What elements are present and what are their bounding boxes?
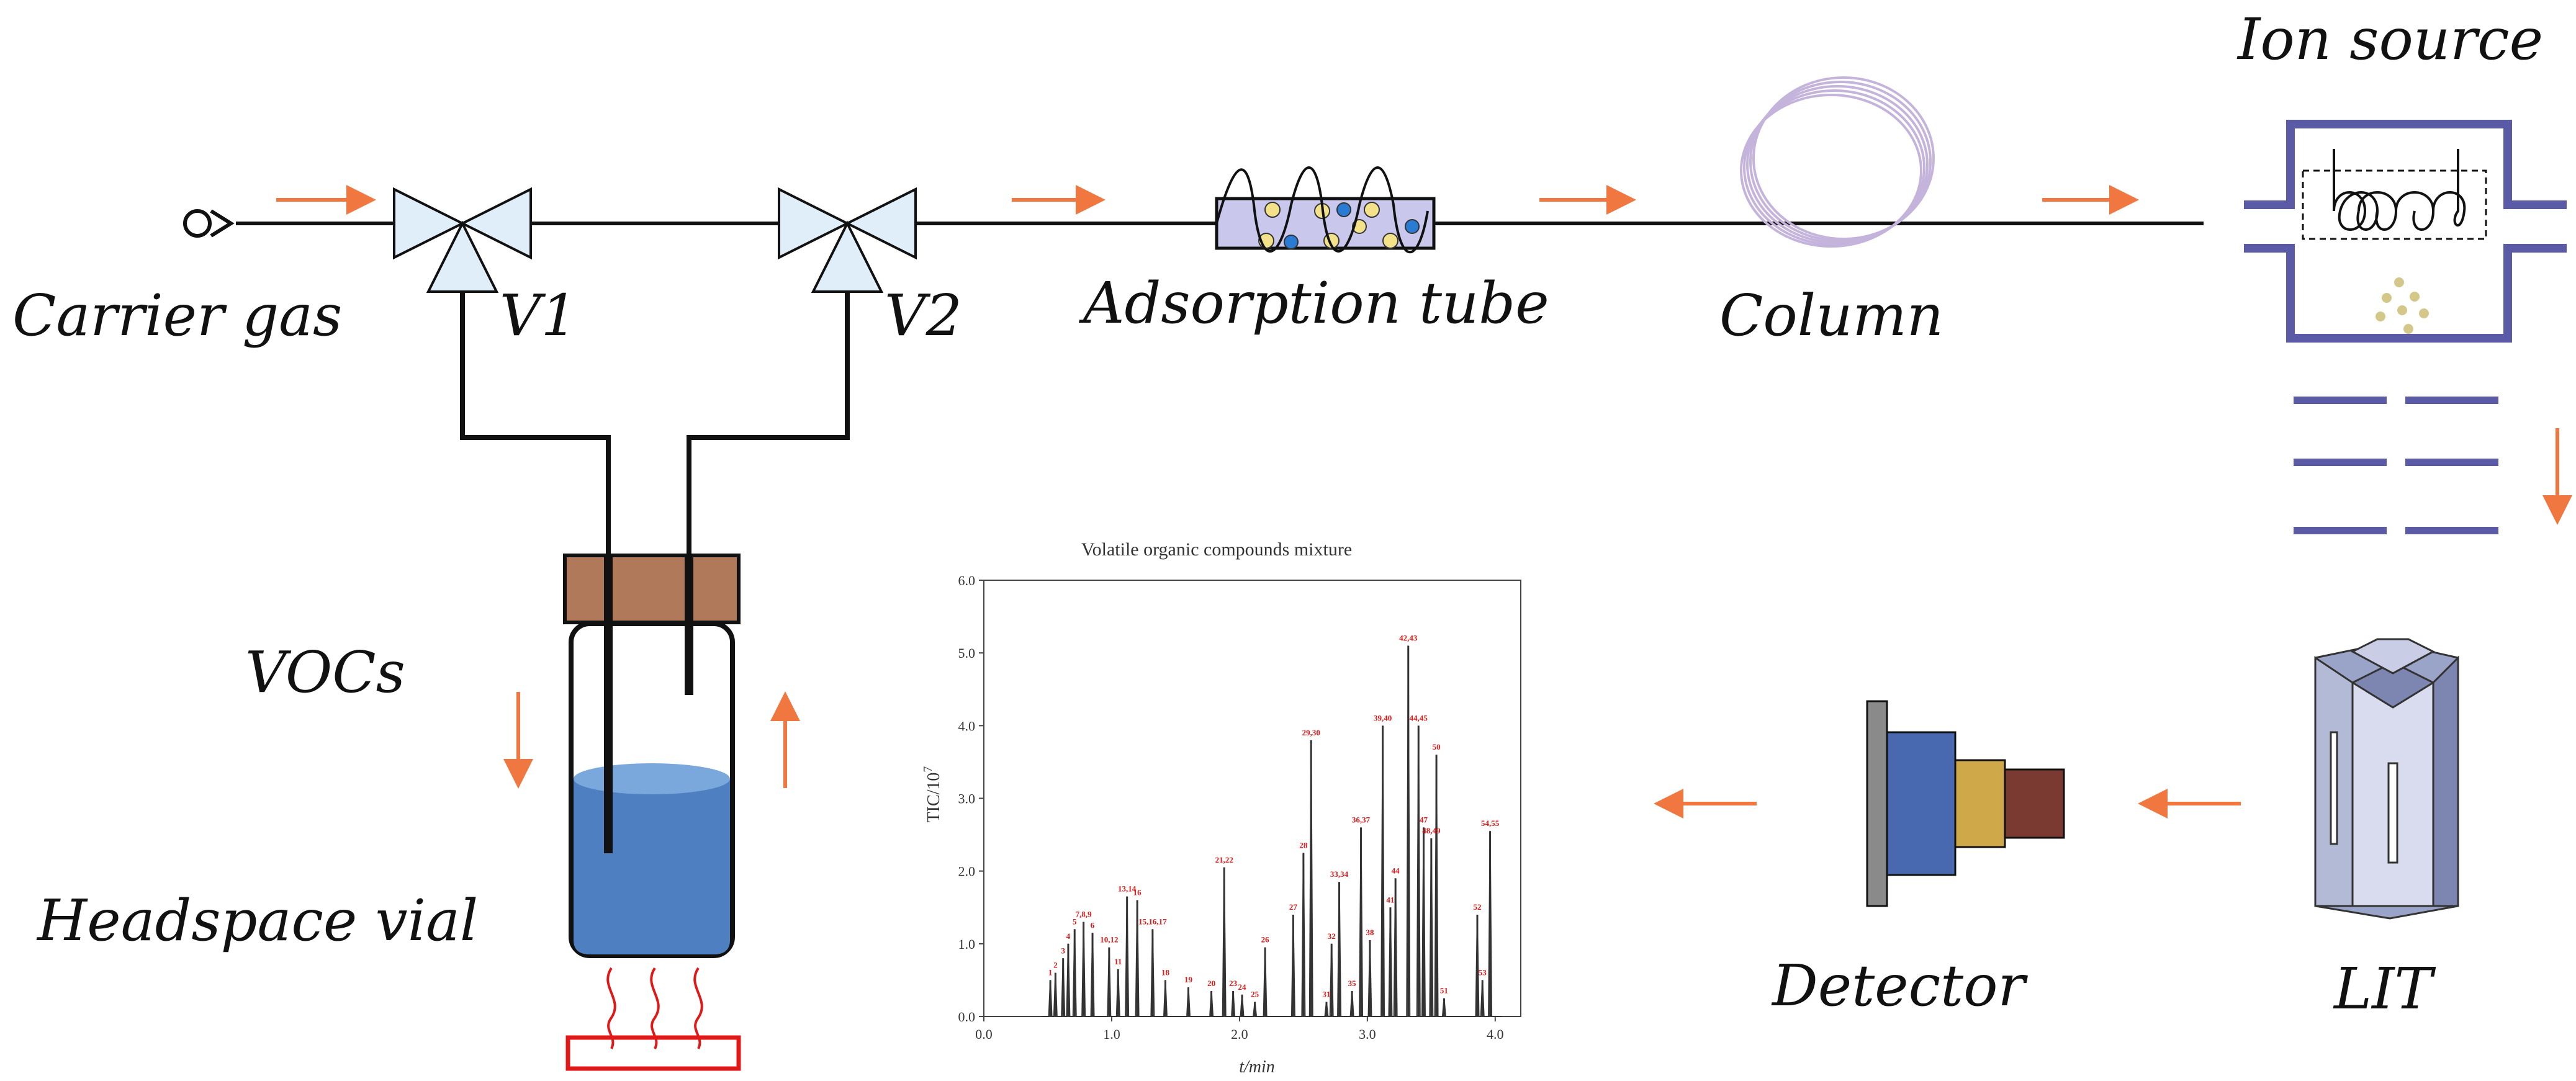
chart-x-axis-label: t/min — [1239, 1057, 1275, 1077]
carrier-gas-label: Carrier gas — [12, 282, 342, 349]
chart-peak-label: 2 — [1053, 961, 1058, 970]
chart-peak-label: 42,43 — [1399, 633, 1418, 642]
chart-peak-label: 23 — [1229, 979, 1238, 988]
gas-inlet-icon — [183, 209, 235, 238]
vocs-label: VOCs — [245, 639, 405, 706]
detector-label: Detector — [1771, 953, 2029, 1019]
chart-y-axis-label: TIC/107 — [921, 766, 943, 823]
chart-peak-label: 21,22 — [1215, 855, 1233, 864]
chart-peak-label: 24 — [1238, 982, 1247, 992]
three-way-valve-icon — [778, 187, 850, 260]
chart-peak-label: 25 — [1251, 990, 1259, 999]
chart-peak-label: 5 — [1073, 917, 1077, 926]
chart-y-tick-label: 3.0 — [958, 791, 976, 807]
chart-peak-label: 33,34 — [1330, 869, 1349, 879]
chart-peak-label: 52 — [1473, 902, 1481, 912]
chart-peak-label: 32 — [1328, 931, 1336, 941]
adsorption-tube-label: Adsorption tube — [1078, 270, 1549, 336]
chart-peak-label: 18 — [1161, 967, 1170, 977]
chart-peak-label: 38 — [1366, 928, 1374, 937]
chart-peak-label: 13,14 — [1118, 884, 1137, 894]
chart-x-tick-label: 0.0 — [975, 1026, 993, 1042]
chart-peak-label: 28 — [1299, 840, 1308, 850]
headspace-vial-icon — [563, 554, 741, 958]
flow-arrows — [276, 185, 2572, 819]
chart-peak-label: 20 — [1207, 979, 1215, 988]
chart-peak-label: 10,12 — [1100, 935, 1118, 944]
chart-title: Volatile organic compounds mixture — [1081, 539, 1352, 560]
chart-x-tick-label: 4.0 — [1487, 1026, 1504, 1042]
chart-y-tick-label: 1.0 — [958, 936, 976, 952]
chart-x-tick-label: 2.0 — [1231, 1026, 1248, 1042]
column-coil-icon — [1740, 76, 1935, 248]
chart-peak-label: 6 — [1091, 920, 1095, 930]
adsorption-tube-icon — [1215, 166, 1436, 254]
chart-peak-label: 54,55 — [1481, 819, 1500, 828]
chart-peak-label: 16 — [1133, 888, 1142, 897]
ion-source-icon — [2244, 120, 2567, 343]
chart-peak-label: 39,40 — [1374, 713, 1392, 722]
chart-peak-label: 7,8,9 — [1076, 910, 1092, 919]
chart-peak-label: 44,45 — [1410, 713, 1428, 722]
chart-peak-label: 50 — [1433, 742, 1441, 751]
chart-x-tick-label: 3.0 — [1359, 1026, 1376, 1042]
chart-y-tick-label: 6.0 — [958, 573, 976, 588]
chart-peak-label: 48,49 — [1422, 826, 1441, 835]
chart-peak-label: 3 — [1061, 946, 1065, 955]
chart-peak-label: 44 — [1392, 866, 1400, 875]
chart-peak-label: 35 — [1348, 979, 1357, 988]
chart-peak-label: 19 — [1184, 975, 1193, 984]
detector-icon — [1866, 700, 2065, 907]
chart-y-tick-label: 0.0 — [958, 1009, 976, 1025]
chart-y-tick-label: 4.0 — [958, 718, 976, 733]
chart-peak-label: 51 — [1440, 986, 1448, 995]
chart-peaks — [1041, 645, 1502, 1017]
column-label: Column — [1719, 282, 1943, 349]
linear-ion-trap-icon — [2314, 638, 2459, 920]
chart-y-tick-label: 2.0 — [958, 864, 976, 879]
chromatogram-chart: Volatile organic compounds mixture 0.0 1.… — [921, 539, 1521, 1077]
chart-x-tick-label: 1.0 — [1103, 1026, 1120, 1042]
lit-label: LIT — [2333, 956, 2436, 1022]
chart-peak-label: 47 — [1420, 815, 1428, 824]
chart-peak-label: 26 — [1261, 935, 1270, 944]
chart-peak-label: 27 — [1289, 902, 1298, 912]
valve-v2 — [778, 187, 917, 293]
chart-peak-label: 15,16,17 — [1138, 917, 1167, 926]
chart-peak-label: 36,37 — [1352, 815, 1371, 824]
chart-y-tick-label: 5.0 — [958, 645, 976, 661]
v2-label: V2 — [885, 282, 962, 349]
three-way-valve-icon — [393, 187, 466, 260]
chart-peak-label: 31 — [1322, 990, 1330, 999]
heater-icon — [565, 967, 741, 1071]
ion-lens-icon — [2294, 397, 2498, 534]
chart-peak-label: 1 — [1048, 967, 1053, 977]
chart-peak-label: 53 — [1479, 967, 1487, 977]
v1-label: V1 — [500, 282, 577, 349]
ion-source-label: Ion source — [2236, 6, 2543, 73]
valve-v1 — [393, 187, 532, 293]
chart-peak-label: 11 — [1114, 957, 1122, 966]
chart-peak-label: 4 — [1066, 931, 1071, 941]
chart-peak-label: 41 — [1386, 895, 1394, 904]
headspace-vial-label: Headspace vial — [36, 887, 478, 954]
chart-peak-label: 29,30 — [1302, 728, 1320, 737]
